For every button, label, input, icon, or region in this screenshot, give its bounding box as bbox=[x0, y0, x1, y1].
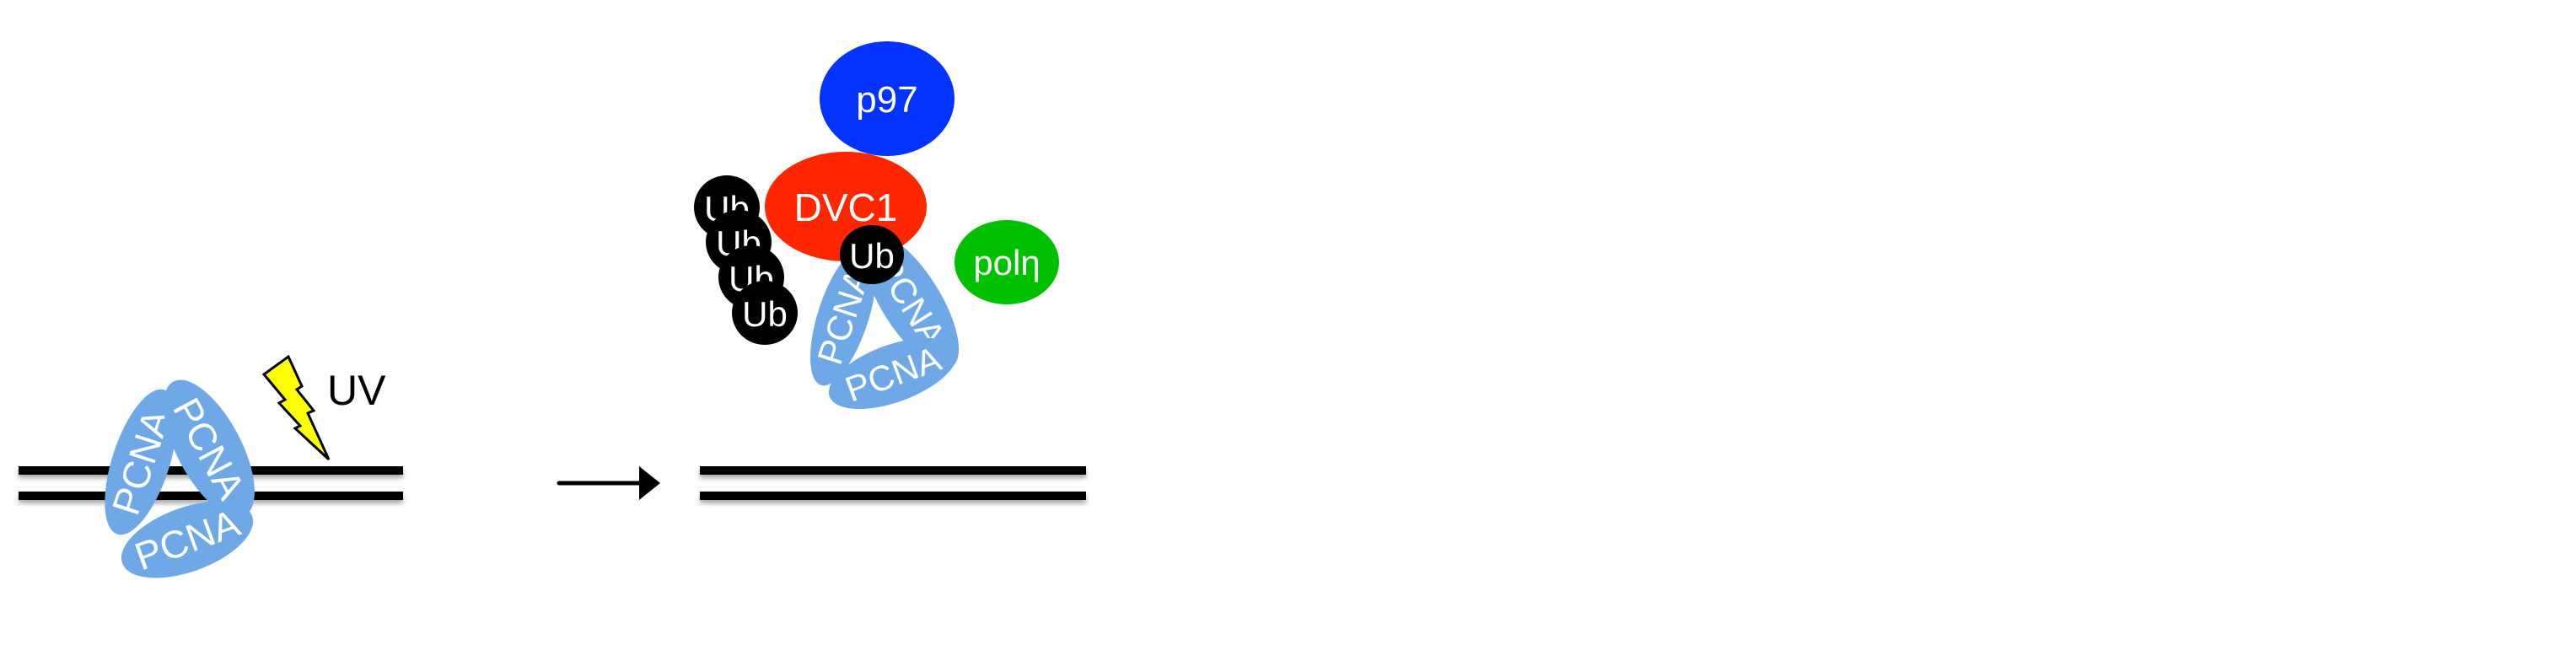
panel-1: PCNA PCNA PCNA UV bbox=[19, 354, 403, 578]
polyubiquitin-chain: Ub Ub Ub Ub bbox=[694, 175, 798, 345]
dvc1-label: DVC1 bbox=[794, 185, 898, 229]
uv-lightning-icon bbox=[261, 354, 331, 461]
poleta-label: polη bbox=[973, 243, 1040, 282]
ub: Ub bbox=[840, 225, 904, 284]
dna-duplex bbox=[700, 466, 1086, 500]
uv-label: UV bbox=[327, 367, 386, 414]
ub: Ub bbox=[732, 281, 798, 345]
p97-protein: p97 bbox=[820, 41, 955, 156]
pcna-trimer: PCNA PCNA PCNA bbox=[809, 233, 960, 410]
poleta-protein: polη bbox=[955, 220, 1059, 304]
pcna-trimer: PCNA PCNA PCNA bbox=[104, 379, 255, 578]
p97-label: p97 bbox=[856, 79, 917, 121]
svg-text:Ub: Ub bbox=[849, 236, 895, 276]
step-arrow-1 bbox=[557, 466, 660, 500]
panel-2: p97 DVC1 Ub Ub Ub Ub PCNA PCNA PCNA bbox=[694, 41, 1086, 500]
svg-text:Ub: Ub bbox=[742, 294, 788, 334]
